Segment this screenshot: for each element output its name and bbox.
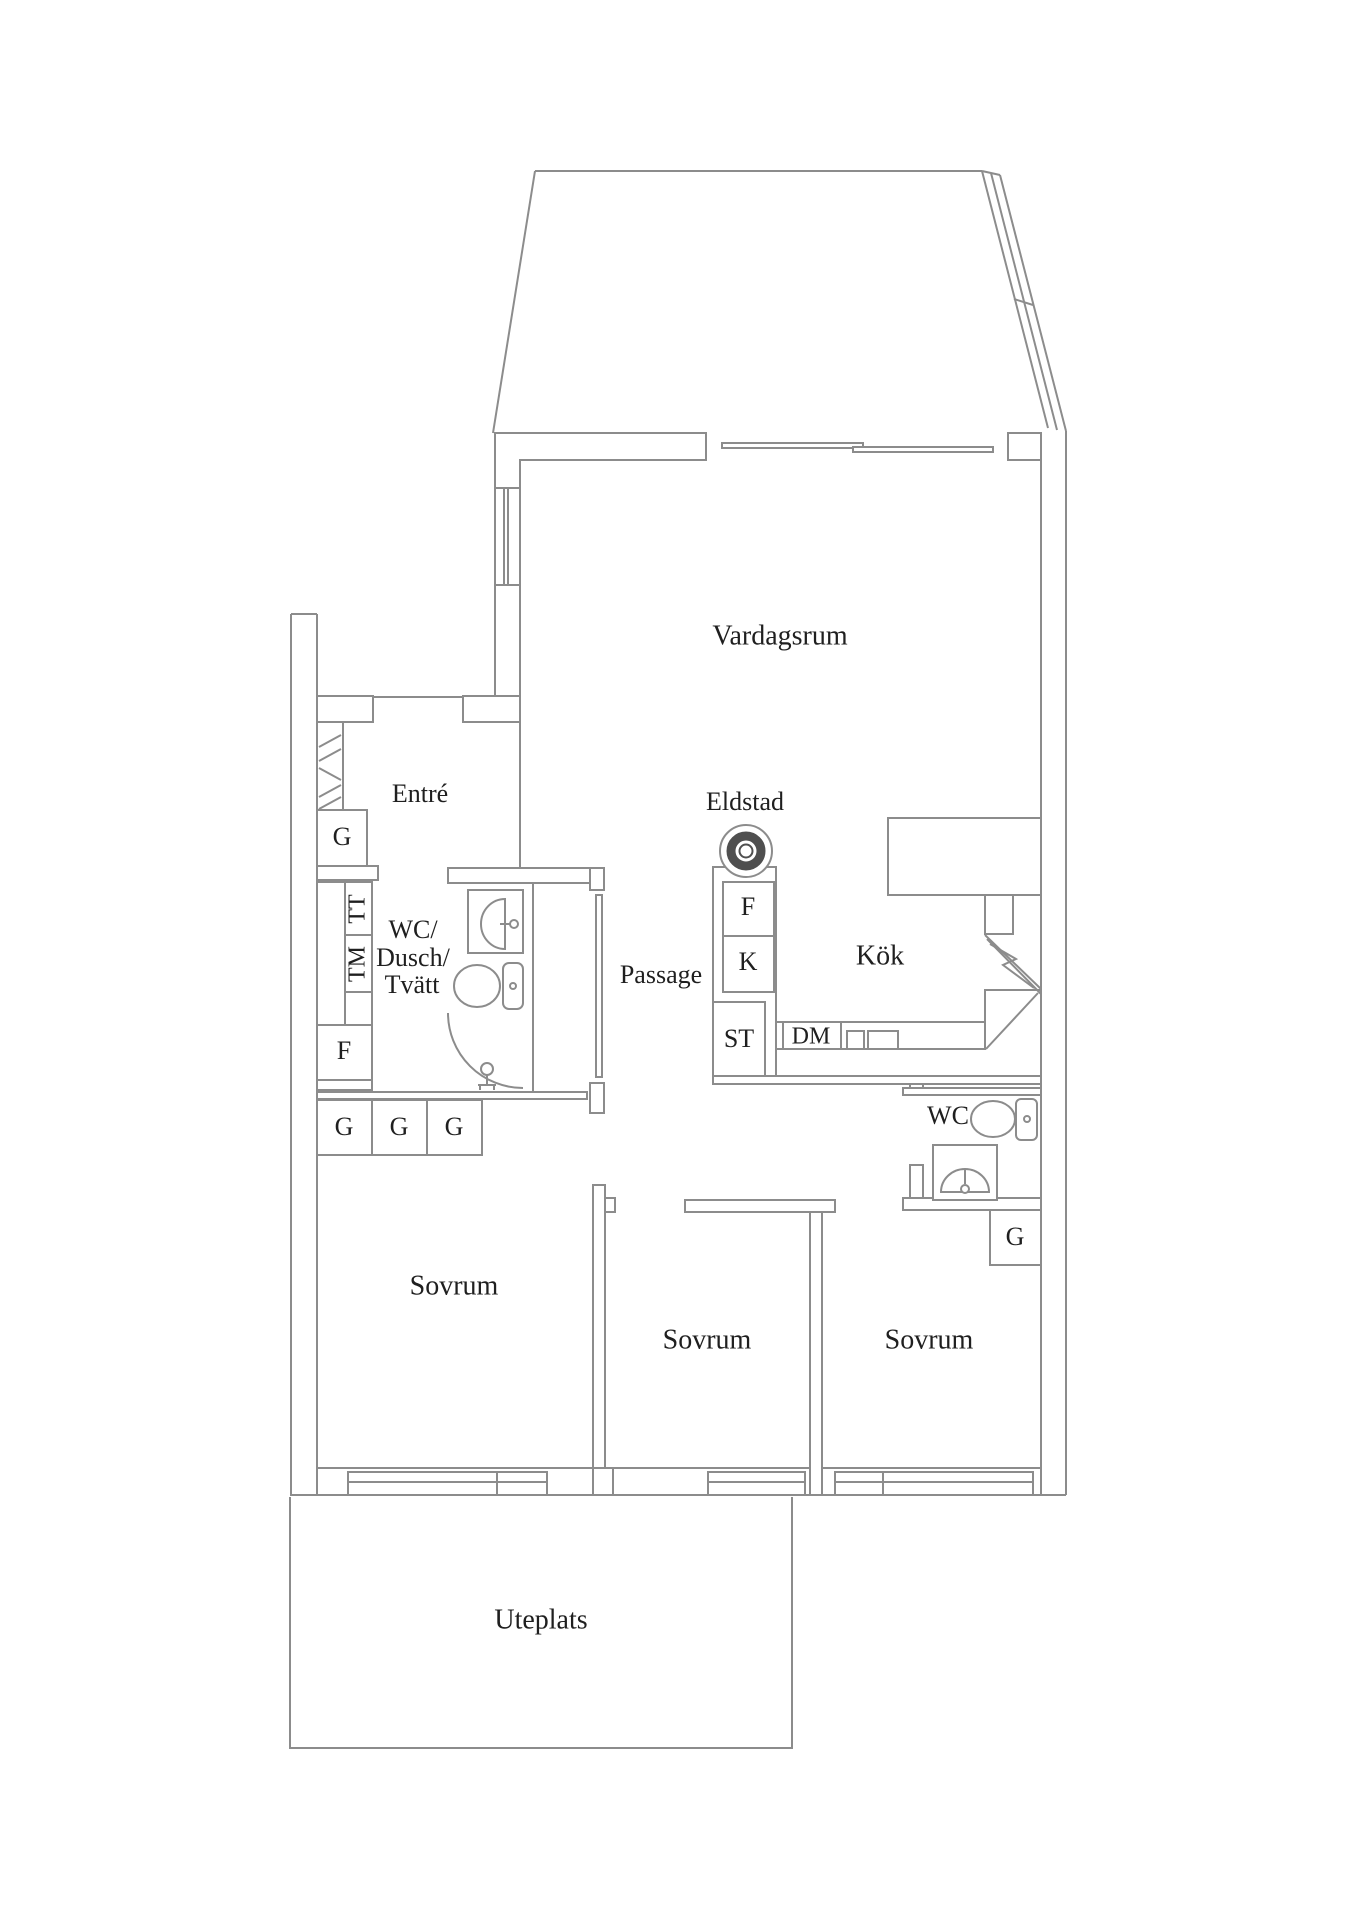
lightning-bolt-icon [989, 943, 1035, 989]
label-washing-machine: TM [345, 946, 371, 982]
bedroom1-window-lines [348, 1472, 547, 1495]
label-patio: Uteplats [494, 1604, 587, 1635]
living-room-window [495, 487, 520, 586]
entry-wall-block-right [462, 695, 521, 723]
balcony-railing-joint [1013, 298, 1034, 306]
entry-stair-hatch [318, 734, 342, 810]
living-room-walls [494, 432, 1042, 723]
fireplace-flue-hole [738, 843, 754, 859]
balcony-outline [492, 170, 1067, 434]
bedroom-walls [316, 1099, 1041, 1496]
wall-bedroom1-bedroom2 [592, 1184, 606, 1469]
bathroom-toilet-bowl [453, 964, 501, 1008]
cabinet-column-dividers [317, 882, 372, 1081]
balcony-sliding-door-panel-1 [721, 442, 864, 449]
shower-stand-icon [478, 1075, 496, 1090]
label-wardrobe-entry: G [333, 822, 352, 851]
kitchen-wall-block [887, 817, 1042, 896]
label-bathroom-line1: WC/ [388, 915, 438, 944]
balcony-railing-outer-line [999, 174, 1067, 432]
kitchen-bottom-wall [712, 1075, 1042, 1085]
bedroom3-window [834, 1471, 1034, 1496]
bedroom2-top-wall [684, 1199, 836, 1213]
label-kitchen: Kök [856, 940, 904, 971]
bedroom3-wardrobe-box [989, 1209, 1042, 1266]
label-wardrobe-bedroom3: G [1006, 1222, 1025, 1251]
wc-toilet-bowl [970, 1100, 1016, 1138]
kitchen-freezer-box [722, 935, 775, 993]
wall-bedroom1-foot [592, 1467, 614, 1496]
bedroom3-window-lines [835, 1472, 1033, 1495]
bathroom-sliding-door-panel [595, 894, 603, 1078]
laundry-cabinet-column [316, 881, 373, 1091]
label-freezer: K [739, 947, 758, 976]
wc-room [902, 1098, 1042, 1266]
label-wc: WC [927, 1101, 969, 1130]
outer-walls [290, 431, 1067, 1496]
wc-sink-tap-icon [960, 1184, 970, 1194]
entry-wall-block-left [316, 695, 374, 723]
bathroom-sink-basin [480, 897, 506, 951]
label-bedroom-2: Sovrum [663, 1324, 752, 1355]
patio-outline [289, 1497, 793, 1749]
wall-bedroom2-bedroom3 [809, 1211, 823, 1496]
label-pantry: ST [724, 1024, 754, 1053]
entry-walls [316, 695, 521, 881]
kitchen-counter-right [984, 989, 1041, 1050]
label-bedroom-1: Sovrum [410, 1270, 499, 1301]
wc-left-wall-stub [909, 1164, 924, 1199]
label-wardrobe-2: G [390, 1112, 409, 1141]
wall-top-right-block [1007, 432, 1042, 461]
label-tumble-dryer: TT [345, 894, 371, 924]
label-passage: Passage [620, 960, 702, 989]
label-living-room: Vardagsrum [712, 620, 848, 651]
label-entry: Entré [392, 779, 448, 808]
kitchen [712, 817, 1042, 1096]
entry-wardrobe-box [316, 809, 368, 867]
fireplace-ring [726, 831, 766, 871]
balcony-sliding-door-panel-2 [852, 446, 994, 453]
label-fireplace: Eldstad [706, 787, 784, 816]
labels: Vardagsrum Entré Eldstad Kök Passage WC/… [333, 620, 1025, 1635]
bathroom-door-swing-arc [447, 1012, 524, 1089]
label-wardrobe-1: G [335, 1112, 354, 1141]
kitchen-sink-bowl-large [867, 1030, 899, 1050]
kitchen-sink-bowl-small [846, 1030, 865, 1050]
bedroom2-window [707, 1471, 806, 1496]
hall-wardrobe-dividers [371, 1100, 428, 1155]
label-dishwasher: DM [792, 1024, 831, 1050]
balcony-left-slant [492, 170, 536, 434]
shower-head-icon [480, 1062, 494, 1076]
bathroom-top-wall [447, 867, 604, 884]
hall-wardrobe-row [316, 1099, 483, 1156]
wall-bedroom2-stub [604, 1197, 616, 1213]
kitchen-counter-dividers [782, 1022, 842, 1049]
wc-toilet-button [1023, 1115, 1031, 1123]
label-bathroom-line2: Dusch/ [376, 943, 450, 972]
label-bedroom-3: Sovrum [885, 1324, 974, 1355]
balcony-railing-top-cap [981, 170, 1001, 176]
kitchen-wall-notch [984, 894, 1014, 935]
bathroom-bottom-wall [316, 1091, 588, 1100]
label-bathroom-line3: Tvätt [385, 970, 441, 999]
bathroom [316, 867, 605, 1114]
pocket-door-top-cap [589, 867, 605, 891]
label-hall-cabinet-f: F [337, 1036, 351, 1065]
pocket-door-bottom-cap [589, 1082, 605, 1114]
bathroom-sink-tap-icon [509, 919, 519, 929]
label-wardrobe-3: G [445, 1112, 464, 1141]
wc-top-wall [902, 1087, 1042, 1096]
label-fridge: F [741, 892, 755, 921]
kitchen-fridge-box [722, 881, 775, 937]
entry-lower-wall-band [316, 865, 379, 881]
bathroom-toilet-button [509, 982, 517, 990]
bedroom1-window [347, 1471, 548, 1496]
